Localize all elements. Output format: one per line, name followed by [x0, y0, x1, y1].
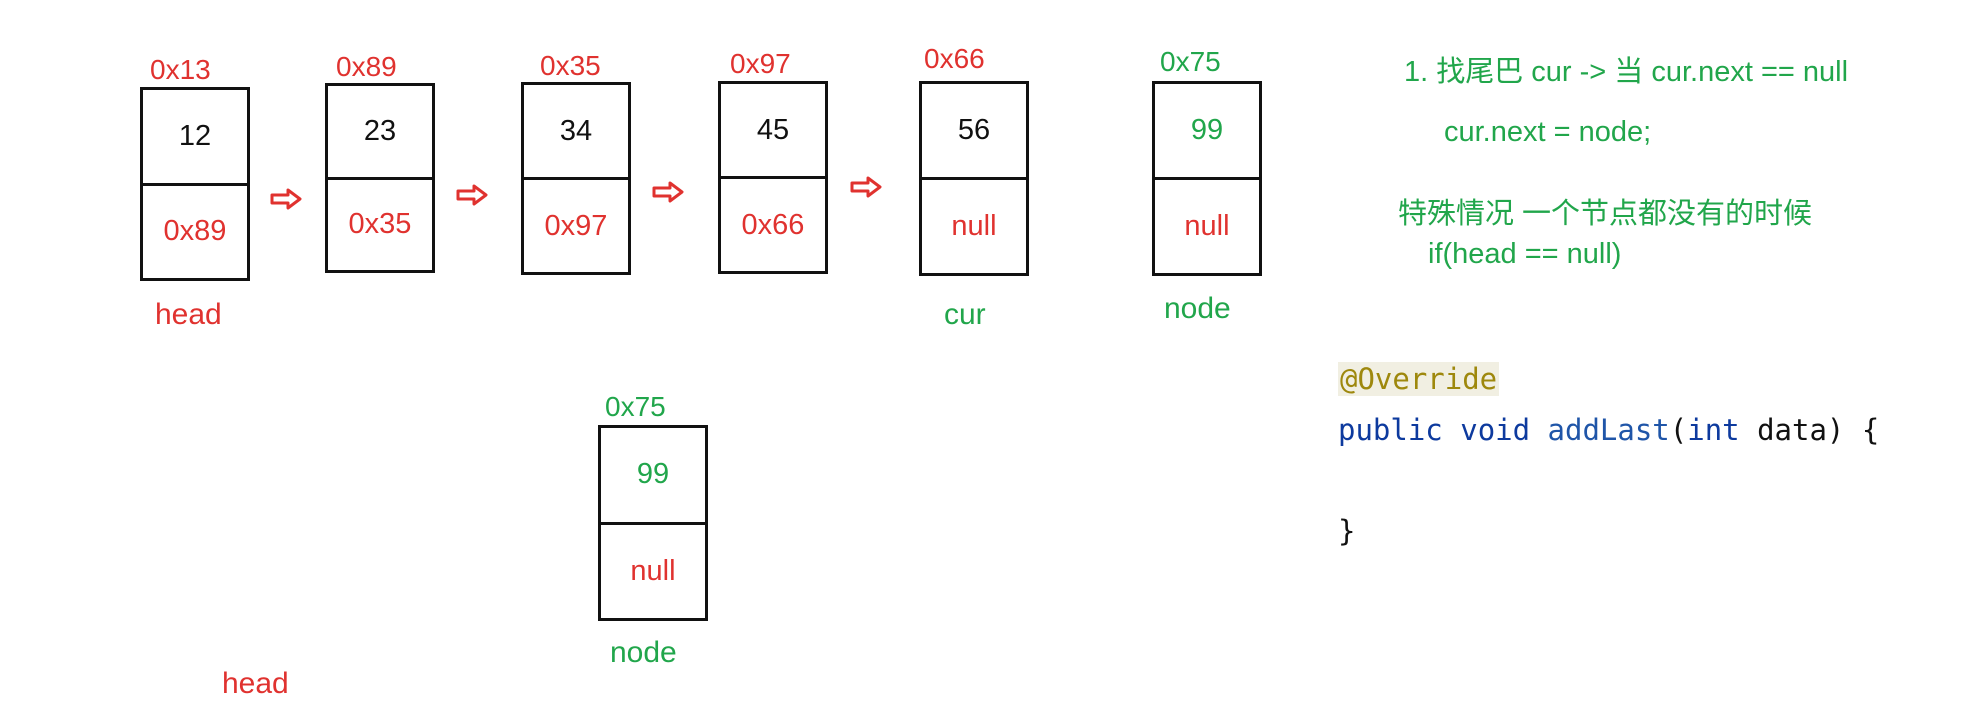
method-name: addLast	[1547, 413, 1670, 447]
code-close-brace: }	[1338, 514, 1356, 548]
node-4-address: 0x97	[730, 48, 791, 79]
arrow-right-icon	[652, 181, 684, 203]
node-3: 34 0x97	[521, 82, 631, 275]
node-4-value: 45	[721, 84, 825, 179]
note-assign: cur.next = node;	[1444, 116, 1652, 148]
lower-head-label: head	[222, 667, 289, 700]
node-1-address: 0x13	[150, 54, 211, 85]
node-6-next: null	[1184, 210, 1230, 242]
keyword-void: void	[1460, 413, 1531, 447]
node-3-next: 0x97	[544, 209, 608, 242]
keyword-int: int	[1687, 413, 1740, 447]
node-5-address: 0x66	[924, 43, 985, 74]
node-5-next: null	[951, 210, 997, 242]
arrow-right-icon	[456, 184, 488, 206]
node-2-value: 23	[328, 86, 432, 180]
node-2: 23 0x35	[325, 83, 435, 273]
node-2-address: 0x89	[336, 51, 397, 82]
node-4-next: 0x66	[741, 208, 805, 241]
node-6: 99 null	[1152, 81, 1262, 276]
code-signature: public void addLast(int data) {	[1338, 413, 1879, 447]
node-6-value: 99	[1155, 84, 1259, 180]
paren-open: (	[1669, 413, 1688, 447]
param-and-brace: data) {	[1739, 413, 1880, 447]
node-3-address: 0x35	[540, 50, 601, 81]
lower-node-next: null	[630, 554, 676, 587]
node-6-address: 0x75	[1160, 46, 1221, 77]
node-label: node	[1164, 292, 1231, 325]
lower-node-address: 0x75	[605, 391, 666, 422]
lower-node-value: 99	[601, 428, 705, 525]
arrow-right-icon	[850, 176, 882, 198]
note-condition: if(head == null)	[1428, 238, 1622, 270]
node-1-value: 12	[143, 90, 247, 186]
arrow-right-icon	[270, 188, 302, 210]
head-label: head	[155, 298, 222, 331]
override-annotation: @Override	[1338, 362, 1500, 396]
lower-node: 99 null	[598, 425, 708, 621]
lower-node-label: node	[610, 636, 677, 669]
node-2-next: 0x35	[348, 208, 412, 241]
node-5: 56 null	[919, 81, 1029, 276]
code-annotation: @Override	[1338, 362, 1500, 396]
node-3-value: 34	[524, 85, 628, 180]
cur-label: cur	[944, 298, 986, 331]
node-5-value: 56	[922, 84, 1026, 180]
note-step1: 1. 找尾巴 cur -> 当 cur.next == null	[1404, 56, 1849, 88]
keyword-public: public	[1338, 413, 1443, 447]
note-special-case: 特殊情况 一个节点都没有的时候	[1398, 198, 1813, 230]
node-4: 45 0x66	[718, 81, 828, 274]
node-1-next: 0x89	[163, 215, 227, 248]
node-1: 12 0x89	[140, 87, 250, 281]
